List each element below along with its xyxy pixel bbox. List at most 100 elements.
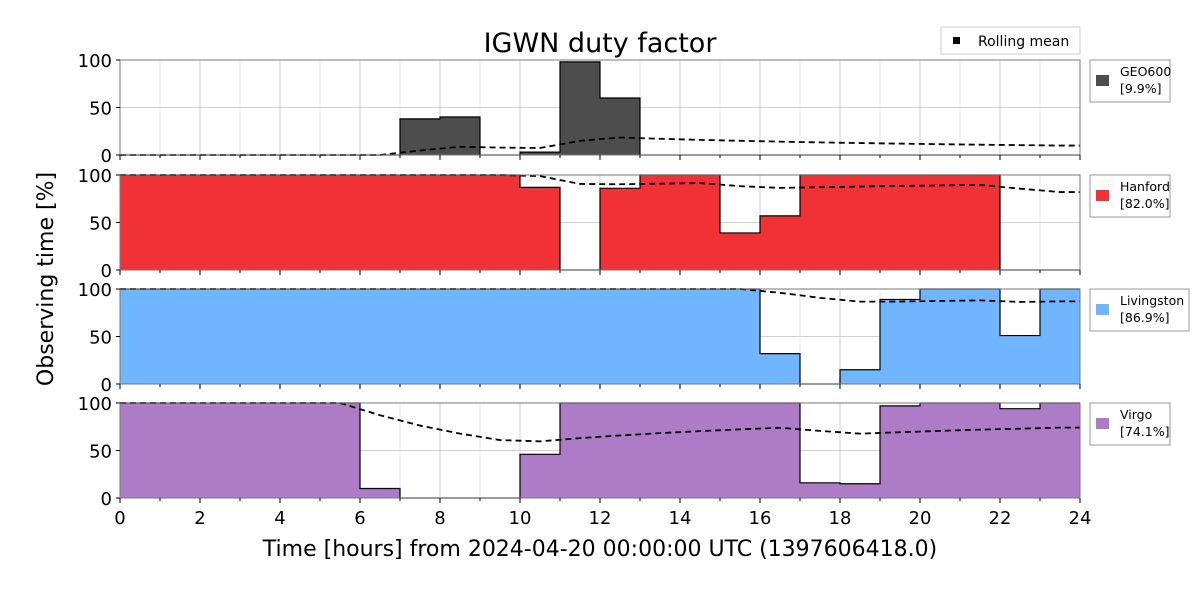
legend-series-name: GEO600 [1120, 64, 1171, 79]
bar [120, 175, 160, 270]
bar [280, 403, 320, 498]
y-tick-label: 50 [89, 214, 112, 235]
bar [800, 175, 840, 270]
chart-title: IGWN duty factor [484, 28, 718, 59]
x-axis-label: Time [hours] from 2024-04-20 00:00:00 UT… [262, 537, 937, 562]
bar [920, 175, 960, 270]
x-tick-label: 14 [669, 508, 692, 529]
legend-hanford: Hanford [82.0%] [1089, 174, 1171, 218]
legend-livingston: Livingston [86.9%] [1089, 288, 1190, 332]
legend-swatch [1096, 304, 1109, 315]
y-tick-label: 50 [89, 328, 112, 349]
x-tick-label: 22 [989, 508, 1012, 529]
bar [1000, 408, 1040, 498]
bar [520, 152, 560, 155]
legend-series-name: Livingston [1120, 293, 1184, 308]
x-tick-label: 12 [589, 508, 612, 529]
bar [960, 175, 1000, 270]
bar [400, 289, 440, 384]
bar [800, 482, 840, 498]
x-tick-label: 24 [1069, 508, 1092, 529]
y-tick-label: 100 [78, 51, 112, 72]
x-tick-label: 16 [749, 508, 772, 529]
bar [600, 403, 640, 498]
bar [160, 175, 200, 270]
y-tick-label: 100 [78, 394, 112, 415]
legend-swatch [1096, 75, 1109, 86]
bar [480, 175, 520, 270]
rolling-mean-legend: Rolling mean [940, 26, 1081, 55]
bar [280, 289, 320, 384]
x-tick-label: 0 [114, 508, 125, 529]
bar [120, 403, 160, 498]
bar [960, 289, 1000, 384]
y-tick-label: 100 [78, 166, 112, 187]
legend-swatch [1096, 190, 1109, 201]
bar [520, 454, 560, 498]
bar [680, 175, 720, 270]
legend-geo600: GEO600 [9.9%] [1089, 59, 1171, 103]
x-tick-label: 20 [909, 508, 932, 529]
bar [760, 353, 800, 384]
legend-swatch [1096, 418, 1109, 429]
legend-series-summary: [82.0%] [1120, 196, 1169, 211]
bar [360, 488, 400, 498]
rolling-mean-marker [953, 37, 960, 44]
bar [840, 483, 880, 498]
bar [400, 175, 440, 270]
x-tick-label: 18 [829, 508, 852, 529]
bar [880, 405, 920, 498]
bar [120, 289, 160, 384]
y-tick-label: 100 [78, 280, 112, 301]
bar [600, 289, 640, 384]
bar [600, 98, 640, 155]
bar [760, 403, 800, 498]
bar [640, 403, 680, 498]
bar [960, 403, 1000, 498]
bar [520, 289, 560, 384]
legend-series-summary: [74.1%] [1120, 424, 1169, 439]
bar [360, 175, 400, 270]
rolling-mean-legend-label: Rolling mean [978, 34, 1069, 50]
bar [480, 289, 520, 384]
y-tick-label: 0 [101, 489, 112, 510]
rolling-mean-line [120, 136, 1080, 156]
bar [360, 289, 400, 384]
bar [160, 289, 200, 384]
x-tick-label: 4 [274, 508, 285, 529]
bar [200, 289, 240, 384]
bar [160, 403, 200, 498]
y-tick-label: 50 [89, 442, 112, 463]
bar [920, 289, 960, 384]
bar [440, 289, 480, 384]
bar [720, 289, 760, 384]
y-axis-label: Observing time [%] [34, 172, 59, 386]
bar [1000, 335, 1040, 384]
rolling-mean-line [120, 174, 1080, 193]
y-tick-label: 0 [101, 261, 112, 282]
bar [280, 175, 320, 270]
bar [840, 175, 880, 270]
x-tick-label: 8 [434, 508, 445, 529]
bar [920, 403, 960, 498]
bar [320, 175, 360, 270]
bar [720, 232, 760, 270]
bar [600, 188, 640, 270]
y-tick-label: 50 [89, 99, 112, 120]
legend-series-name: Hanford [1120, 179, 1170, 194]
legend-series-summary: [86.9%] [1120, 310, 1169, 325]
bar [240, 175, 280, 270]
bar [440, 117, 480, 155]
bar [880, 299, 920, 384]
bar [760, 215, 800, 270]
bar [1040, 403, 1080, 498]
bar [200, 403, 240, 498]
bar [560, 289, 600, 384]
legend-series-summary: [9.9%] [1120, 81, 1162, 96]
x-tick-label: 6 [354, 508, 365, 529]
bar [640, 289, 680, 384]
bar [560, 403, 600, 498]
